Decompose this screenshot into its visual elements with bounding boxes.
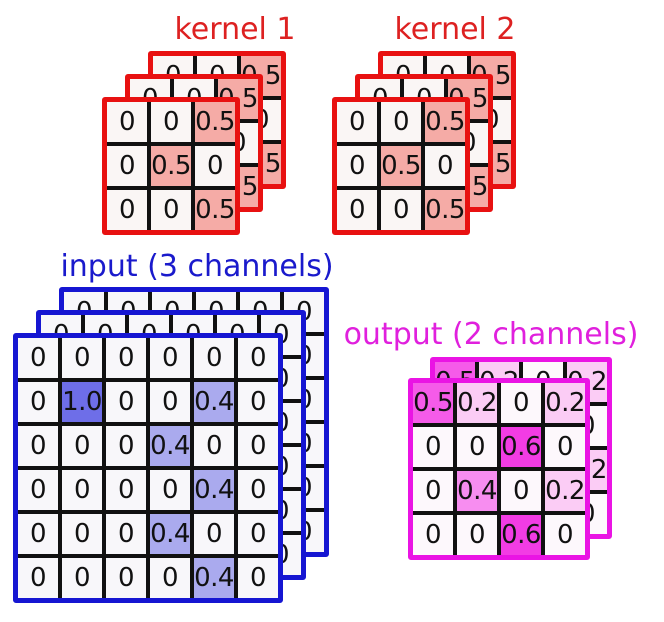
matrix-cell: 0 bbox=[18, 338, 58, 378]
matrix-cell: 0 bbox=[425, 146, 465, 186]
matrix-cell: 0 bbox=[337, 102, 377, 142]
matrix-cell: 0.2 bbox=[545, 471, 585, 511]
matrix-cell: 0 bbox=[238, 470, 278, 510]
matrix-cell: 0 bbox=[106, 338, 146, 378]
matrix-cell: 0.2 bbox=[545, 383, 585, 423]
matrix-cell: 0 bbox=[151, 190, 191, 230]
matrix-cell: 0 bbox=[501, 383, 541, 423]
matrix-cell: 0 bbox=[106, 426, 146, 466]
output-title: output (2 channels) bbox=[343, 317, 639, 352]
matrix-cell: 0 bbox=[18, 470, 58, 510]
input-title: input (3 channels) bbox=[60, 249, 334, 284]
matrix-cell: 0 bbox=[107, 190, 147, 230]
matrix-cell: 0 bbox=[337, 146, 377, 186]
matrix-cell: 0 bbox=[62, 338, 102, 378]
matrix-cell: 0 bbox=[195, 146, 235, 186]
matrix-cell: 0 bbox=[106, 558, 146, 598]
matrix-cell: 0.4 bbox=[194, 558, 234, 598]
matrix-cell: 0 bbox=[238, 558, 278, 598]
matrix-cell: 0 bbox=[545, 515, 585, 555]
matrix-cell: 0 bbox=[18, 426, 58, 466]
matrix-cell: 0 bbox=[238, 514, 278, 554]
matrix-cell: 0.5 bbox=[195, 190, 235, 230]
matrix-cell: 0.5 bbox=[413, 383, 453, 423]
matrix-cell: 0 bbox=[413, 427, 453, 467]
matrix-cell: 0.5 bbox=[381, 146, 421, 186]
matrix-cell: 0.4 bbox=[194, 382, 234, 422]
matrix-cell: 0.4 bbox=[194, 470, 234, 510]
matrix-cell: 0 bbox=[545, 427, 585, 467]
matrix-cell: 0 bbox=[194, 426, 234, 466]
matrix-cell: 0 bbox=[150, 338, 190, 378]
matrix-cell: 0 bbox=[150, 470, 190, 510]
matrix-cell: 0 bbox=[381, 190, 421, 230]
matrix-cell: 1.0 bbox=[62, 382, 102, 422]
matrix-cell: 0 bbox=[107, 102, 147, 142]
matrix-cell: 0 bbox=[150, 558, 190, 598]
matrix-cell: 0.5 bbox=[425, 102, 465, 142]
kernel-1-title: kernel 1 bbox=[174, 12, 296, 47]
matrix-cell: 0 bbox=[457, 427, 497, 467]
matrix-cell: 0 bbox=[151, 102, 191, 142]
matrix-cell: 0 bbox=[150, 382, 190, 422]
matrix-cell: 0 bbox=[106, 514, 146, 554]
matrix-cell: 0 bbox=[194, 338, 234, 378]
kernel-2-title: kernel 2 bbox=[394, 12, 516, 47]
matrix-cell: 0.6 bbox=[501, 427, 541, 467]
matrix-cell: 0.4 bbox=[150, 514, 190, 554]
matrix-cell: 0 bbox=[106, 470, 146, 510]
matrix-cell: 0 bbox=[238, 382, 278, 422]
matrix-cell: 0 bbox=[238, 426, 278, 466]
matrix-cell: 0 bbox=[381, 102, 421, 142]
matrix-cell: 0 bbox=[62, 558, 102, 598]
matrix-cell: 0.2 bbox=[457, 383, 497, 423]
matrix-cell: 0 bbox=[62, 470, 102, 510]
matrix-cell: 0 bbox=[413, 515, 453, 555]
matrix-cell: 0 bbox=[18, 558, 58, 598]
matrix-cell: 0 bbox=[62, 426, 102, 466]
matrix-cell: 0 bbox=[18, 514, 58, 554]
matrix-cell: 0.6 bbox=[501, 515, 541, 555]
matrix-cell: 0 bbox=[194, 514, 234, 554]
matrix-cell: 0 bbox=[413, 471, 453, 511]
matrix-cell: 0 bbox=[107, 146, 147, 186]
matrix-cell: 0.5 bbox=[195, 102, 235, 142]
matrix-cell: 0 bbox=[337, 190, 377, 230]
matrix-cell: 0 bbox=[238, 338, 278, 378]
matrix-cell: 0.4 bbox=[150, 426, 190, 466]
matrix-cell: 0 bbox=[106, 382, 146, 422]
matrix-cell: 0 bbox=[18, 382, 58, 422]
matrix-cell: 0 bbox=[457, 515, 497, 555]
matrix-cell: 0.4 bbox=[457, 471, 497, 511]
matrix-cell: 0.5 bbox=[425, 190, 465, 230]
matrix-cell: 0 bbox=[501, 471, 541, 511]
matrix-cell: 0.5 bbox=[151, 146, 191, 186]
matrix-cell: 0 bbox=[62, 514, 102, 554]
